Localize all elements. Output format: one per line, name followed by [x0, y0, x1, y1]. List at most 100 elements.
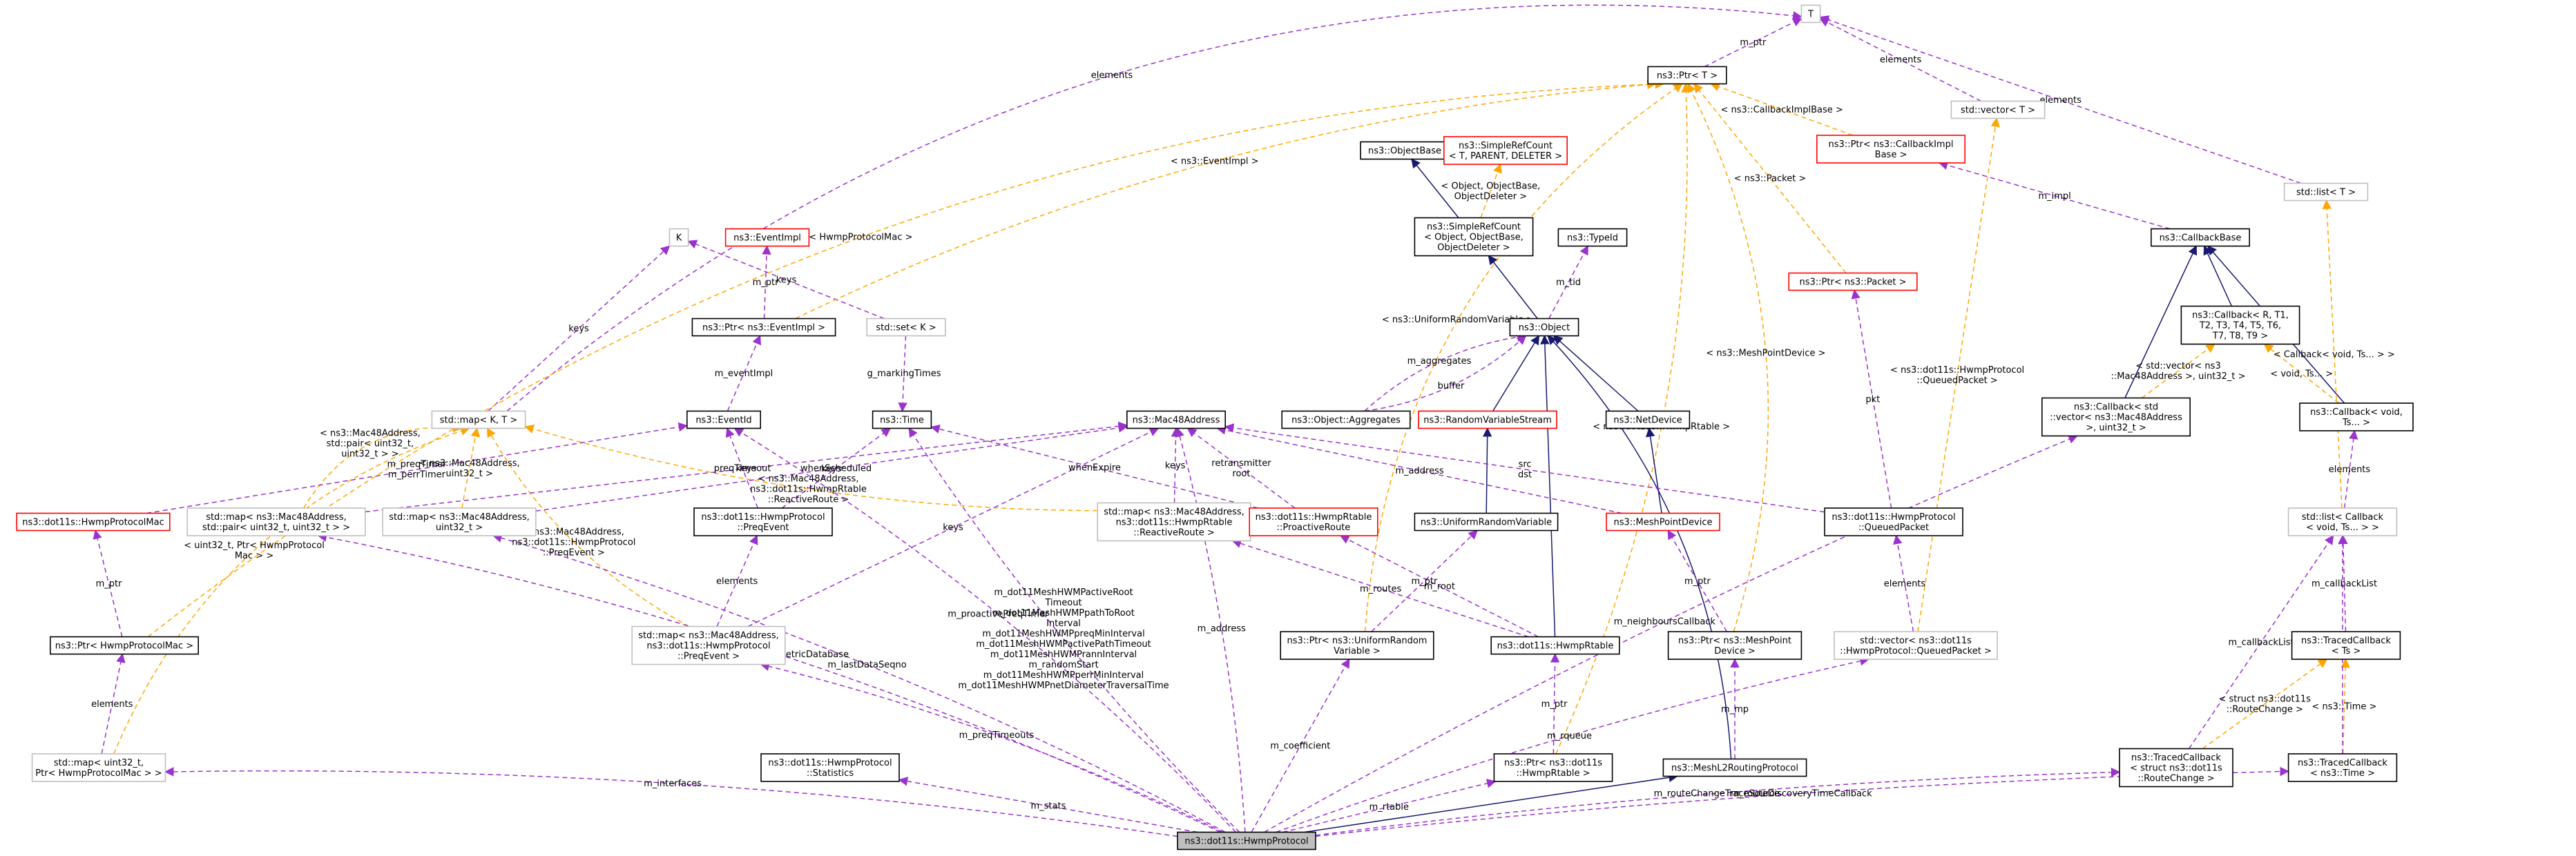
edge-label: whenScheduled [800, 463, 872, 474]
node-hwmpmac[interactable]: ns3::dot11s::HwmpProtocolMac [16, 512, 171, 532]
node-objaggr[interactable]: ns3::Object::Aggregates [1281, 410, 1411, 429]
node-proactive[interactable]: ns3::dot11s::HwmpRtable::ProactiveRoute [1249, 507, 1378, 536]
edge-e27-template [2322, 200, 2343, 509]
node-label-line: ns3::Ptr< T > [1657, 71, 1718, 81]
node-mapKT[interactable]: std::map< K, T > [431, 410, 526, 429]
node-label-line: std::map< K, T > [440, 416, 518, 426]
node-object[interactable]: ns3::Object [1509, 318, 1579, 337]
edge-label-line: m_dot11MeshHWMPactiveRoot [994, 587, 1133, 598]
node-uniform[interactable]: ns3::UniformRandomVariable [1414, 512, 1559, 532]
node-label-line: < void, Ts... > > [2306, 523, 2379, 533]
node-meshpd[interactable]: ns3::MeshPointDevice [1606, 512, 1720, 532]
edge-label-line: m_interfaces [644, 779, 702, 789]
node-vecqueued[interactable]: std::vector< ns3::dot11s::HwmpProtocol::… [1834, 631, 1998, 660]
node-ptrevimpl[interactable]: ns3::Ptr< ns3::EventImpl > [691, 318, 836, 337]
edge-e43-member [365, 421, 1128, 513]
edge-e51-inherit [1645, 427, 1662, 514]
edge-e4-member [506, 4, 1803, 412]
node-mapmacu32[interactable]: std::map< ns3::Mac48Address,uint32_t > [382, 507, 537, 536]
edge-e15-inherit [1411, 158, 1459, 218]
node-label: ns3::Ptr< HwmpProtocolMac > [55, 641, 193, 652]
edge-label-line: m_preqTimeouts [959, 730, 1035, 741]
node-listcb[interactable]: std::list< Callback< void, Ts... > > [2287, 507, 2398, 536]
node-tcbroute[interactable]: ns3::TracedCallback< struct ns3::dot11s:… [2119, 748, 2233, 788]
edge-e54-member [2343, 429, 2358, 509]
node-ptrT[interactable]: ns3::Ptr< T > [1647, 66, 1727, 85]
edge-label: elements [91, 699, 133, 710]
node-eventid[interactable]: ns3::EventId [686, 410, 761, 429]
node-ptrpacket[interactable]: ns3::Ptr< ns3::Packet > [1788, 272, 1918, 291]
node-typeid[interactable]: ns3::TypeId [1557, 228, 1628, 247]
edge-label: keys [776, 275, 797, 285]
node-label-line: ns3::Ptr< ns3::CallbackImpl [1829, 139, 1954, 150]
node-label-line: Ptr< HwmpProtocolMac > > [35, 768, 162, 779]
node-label: ns3::UniformRandomVariable [1421, 518, 1552, 528]
node-objbase[interactable]: ns3::ObjectBase [1360, 141, 1450, 160]
node-stats[interactable]: ns3::dot11s::HwmpProtocol::Statistics [760, 753, 900, 782]
node-label-line: ns3::Callback< void, [2310, 407, 2403, 418]
edge-label-line: ::ReactiveRoute > [768, 495, 849, 505]
node-label: ns3::Ptr< ns3::EventImpl > [702, 323, 825, 333]
node-box [1605, 410, 1691, 429]
edge-label-line: m_address [1395, 466, 1443, 476]
node-listT[interactable]: std::list< T > [2283, 182, 2369, 202]
node-label-line: >, uint32_t > [2086, 423, 2146, 434]
node-ptrhwmpmac[interactable]: ns3::Ptr< HwmpProtocolMac > [50, 636, 199, 655]
node-time[interactable]: ns3::Time [872, 410, 932, 429]
edge-e31-inherit [1553, 335, 1639, 412]
edge-label: < struct ns3::dot11s::RouteChange > [2218, 694, 2311, 714]
node-setK[interactable]: std::set< K > [866, 318, 946, 337]
edge-label-line: m_dot11MeshHWMPnetDiameterTraversalTime [958, 681, 1169, 691]
node-meshl2[interactable]: ns3::MeshL2RoutingProtocol [1662, 758, 1807, 777]
node-mappreq[interactable]: std::map< ns3::Mac48Address,ns3::dot11s:… [631, 625, 786, 665]
node-T[interactable]: T [1800, 4, 1821, 23]
node-cbbase[interactable]: ns3::CallbackBase [2151, 228, 2251, 247]
edge-label: whenExpire [1068, 463, 1121, 473]
node-randvar[interactable]: ns3::RandomVariableStream [1418, 410, 1557, 429]
edge-label: m_aggregates [1407, 356, 1472, 367]
node-hwmprtable[interactable]: ns3::dot11s::HwmpRtable [1490, 636, 1620, 655]
node-cbR[interactable]: ns3::Callback< R, T1,T2, T3, T4, T5, T6,… [2180, 305, 2300, 345]
node-cbvoid[interactable]: ns3::Callback< void,Ts... > [2299, 402, 2414, 431]
node-vecT[interactable]: std::vector< T > [1950, 100, 2046, 119]
node-cbvec[interactable]: ns3::Callback< std::vector< ns3::Mac48Ad… [2041, 397, 2191, 437]
node-ptrrtable[interactable]: ns3::Ptr< ns3::dot11s::HwmpRtable > [1493, 753, 1613, 782]
edge-label-line: m_mp [1721, 704, 1749, 714]
node-tcbtime[interactable]: ns3::TracedCallback< ns3::Time > [2287, 753, 2398, 782]
node-mapmacpair[interactable]: std::map< ns3::Mac48Address,std::pair< u… [186, 507, 366, 536]
node-simplerc[interactable]: ns3::SimpleRefCount< T, PARENT, DELETER … [1443, 136, 1568, 165]
node-netdev[interactable]: ns3::NetDevice [1605, 410, 1691, 429]
node-label: std::map< ns3::Mac48Address,ns3::dot11s:… [638, 631, 779, 662]
edge-e26-template [1917, 117, 2000, 632]
node-box [1097, 502, 1251, 542]
edge-label-line: ::Mac48Address >, uint32_t > [2111, 371, 2245, 382]
edge-label-line: m_impl [2038, 191, 2070, 202]
edge-label: < ns3::EventImpl > [1171, 157, 1259, 167]
node-mapmacproute[interactable]: std::map< ns3::Mac48Address,ns3::dot11s:… [1097, 502, 1251, 542]
node-eventimpl[interactable]: ns3::EventImpl [724, 228, 810, 247]
edge-label: m_callbackList [2311, 579, 2377, 590]
node-mac48[interactable]: ns3::Mac48Address [1126, 410, 1227, 429]
node-tcb[interactable]: ns3::TracedCallback< Ts > [2291, 631, 2401, 660]
node-label: std::vector< T > [1961, 106, 2035, 116]
node-mapu32[interactable]: std::map< uint32_t,Ptr< HwmpProtocolMac … [31, 753, 166, 782]
edge-label: elements [1091, 70, 1133, 81]
node-preqevent[interactable]: ns3::dot11s::HwmpProtocol::PreqEvent [693, 507, 833, 536]
node-queued[interactable]: ns3::dot11s::HwmpProtocol::QueuedPacket [1824, 507, 1963, 536]
edge-label: m_root [1424, 581, 1455, 592]
edge-label: m_impl [2038, 191, 2070, 202]
edge-label-line: < ns3::Mac48Address, [320, 429, 421, 439]
edge-e28-member [1364, 332, 1527, 412]
node-label-line: < Object, ObjectBase, [1424, 233, 1524, 243]
edge-label: m_preqTimeouts [959, 730, 1035, 741]
node-simplercobj[interactable]: ns3::SimpleRefCount< Object, ObjectBase,… [1414, 217, 1534, 257]
edge-label-line: m_address [1198, 624, 1246, 634]
edge-label: m_rqueue [1547, 731, 1592, 741]
edge-label-line: m_routeDiscoveryTimeCallback [1731, 788, 1872, 799]
node-label-line: std::list< Callback [2302, 512, 2384, 523]
node-K[interactable]: K [669, 228, 689, 247]
